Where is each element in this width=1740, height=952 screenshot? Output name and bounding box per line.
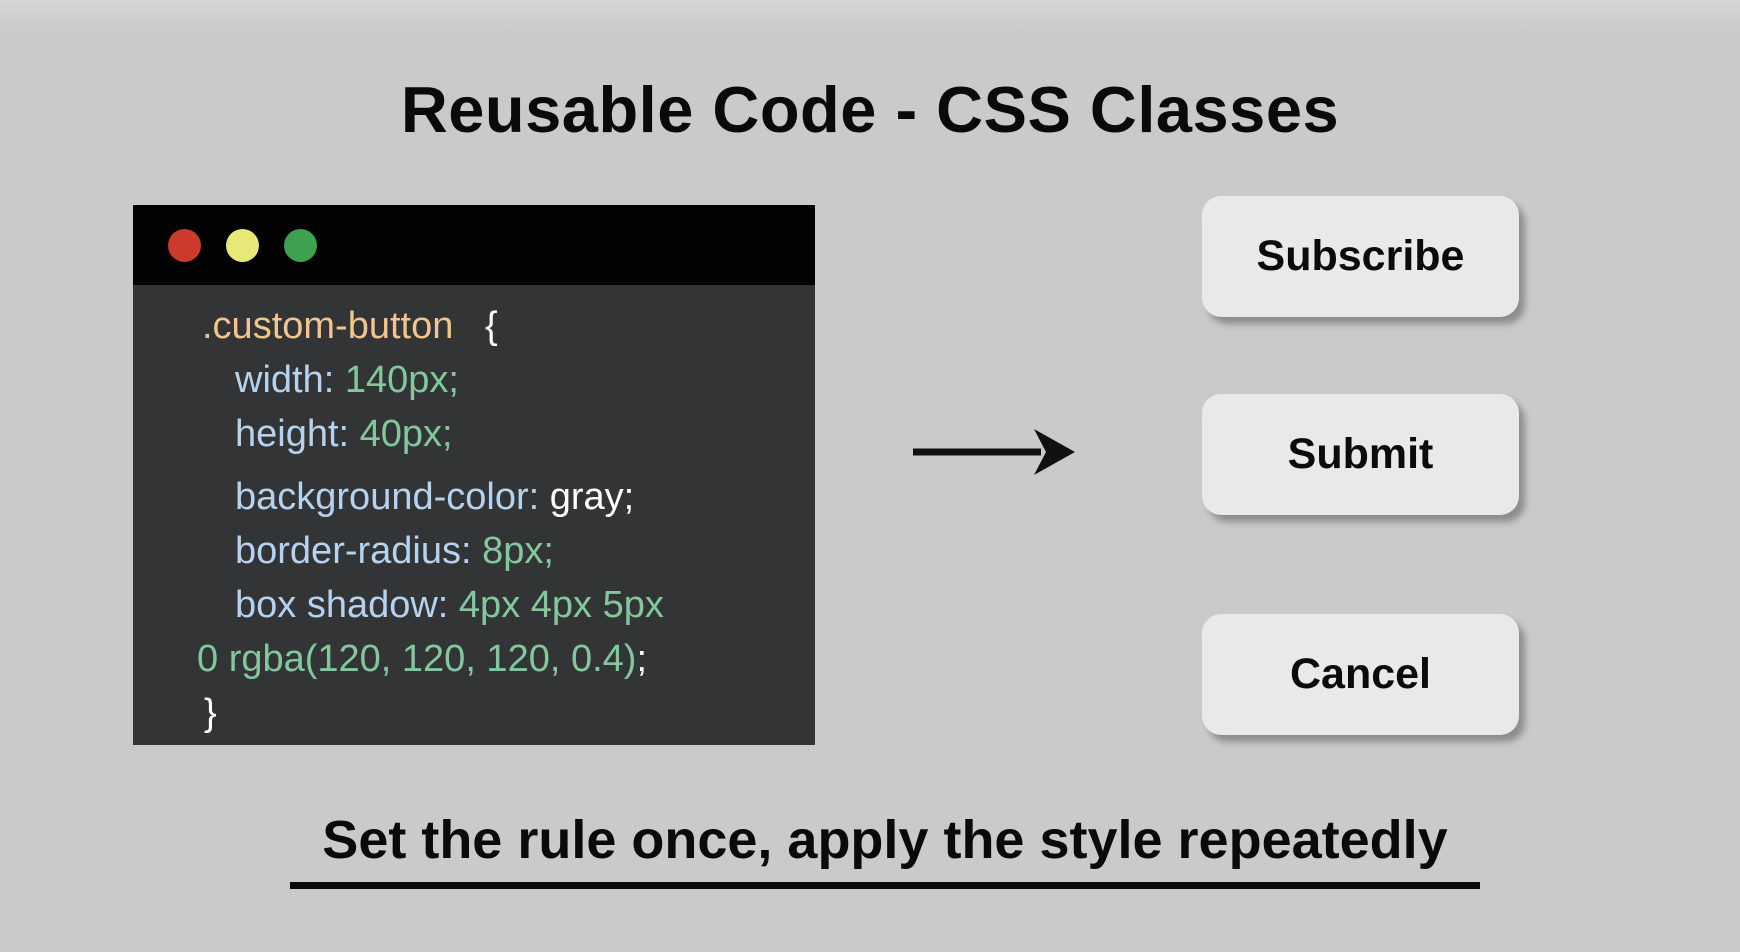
code-token-property: height: (235, 413, 360, 455)
caption-text: Set the rule once, apply the style repea… (290, 809, 1480, 889)
code-token-property: background-color: (235, 476, 550, 518)
css-code-block: .custom-button {width: 140px;height: 40p… (133, 285, 815, 745)
code-line: border-radius: 8px; (133, 524, 815, 578)
code-line: } (133, 686, 815, 740)
close-window-icon[interactable] (168, 228, 201, 262)
minimize-window-icon[interactable] (226, 228, 259, 262)
code-line: background-color: gray; (133, 470, 815, 524)
code-token-property: border-radius: (235, 530, 483, 572)
code-line: width: 140px; (133, 353, 815, 407)
arrow-icon (913, 429, 1075, 475)
zoom-window-icon[interactable] (284, 228, 317, 262)
code-token-value: 40px; (359, 413, 453, 455)
code-token-plain: ; (636, 638, 647, 680)
code-token-value: 140px; (344, 359, 459, 401)
cancel-button[interactable]: Cancel (1202, 614, 1519, 735)
subscribe-button[interactable]: Subscribe (1202, 196, 1519, 317)
submit-button[interactable]: Submit (1202, 394, 1519, 515)
code-line: .custom-button { (133, 299, 815, 353)
code-token-plain: gray; (549, 476, 635, 518)
code-token-plain: } (204, 692, 217, 734)
code-token-selector: .custom-button (202, 305, 454, 347)
page-title: Reusable Code - CSS Classes (400, 73, 1340, 146)
code-line: height: 40px; (133, 407, 815, 461)
code-token-plain: { (453, 305, 498, 347)
window-titlebar (133, 205, 815, 285)
code-token-property: width: (235, 359, 345, 401)
code-token-value: 0 rgba(120, 120, 120, 0.4) (197, 638, 637, 680)
code-token-value: 8px; (482, 530, 554, 572)
code-line: box shadow: 4px 4px 5px (133, 578, 815, 632)
code-token-value: 4px 4px 5px (458, 584, 664, 626)
code-token-property: box shadow: (235, 584, 459, 626)
code-editor-window: .custom-button {width: 140px;height: 40p… (133, 205, 815, 745)
code-line: 0 rgba(120, 120, 120, 0.4); (133, 632, 815, 686)
